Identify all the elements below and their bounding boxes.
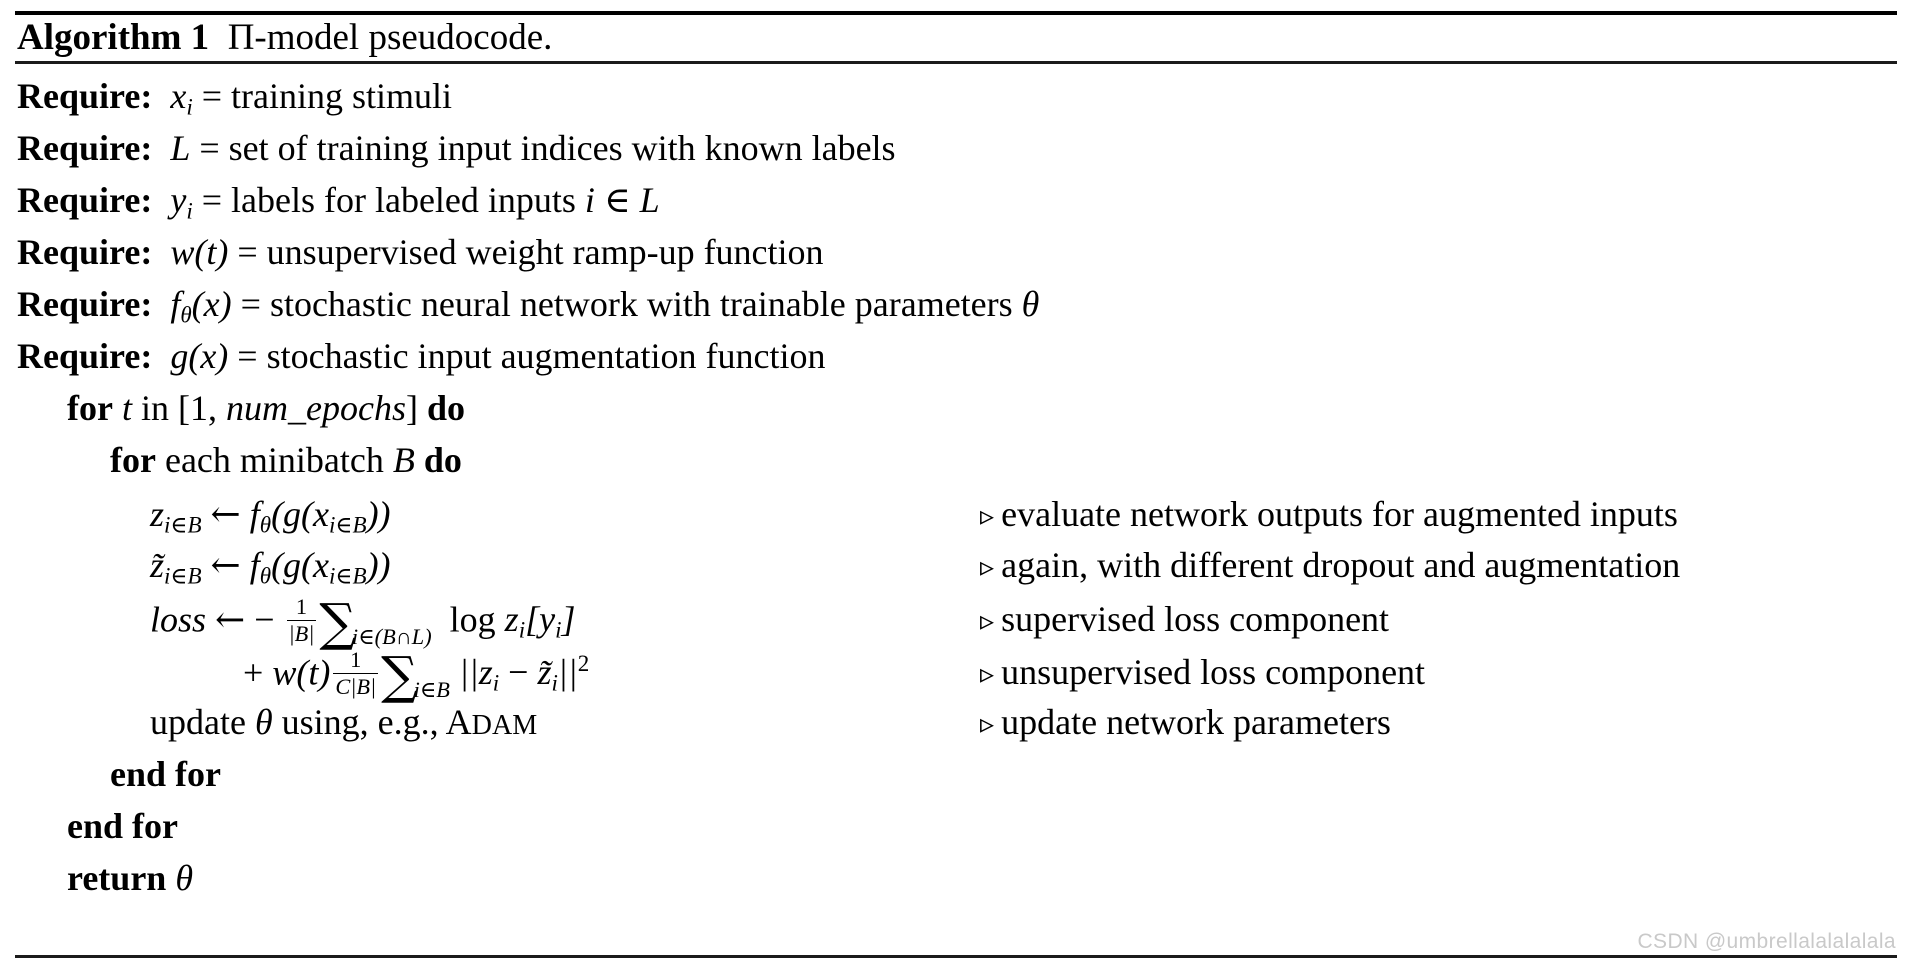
require-line-3: Require: yi = labels for labeled inputs … (17, 178, 660, 222)
theta-variable: θ (254, 702, 273, 742)
algorithm-caption: Π-model pseudocode. (227, 17, 553, 58)
triangle-marker-icon: ▹ (980, 656, 995, 690)
comment-update-parameters: ▹update network parameters (980, 700, 1391, 746)
return-line: return θ (67, 856, 193, 900)
require-symbol: fθ(x) (170, 284, 232, 328)
require-text: = stochastic neural network with trainab… (240, 284, 1040, 324)
require-line-1: Require: xi = training stimuli (17, 74, 452, 118)
rule-under-title (15, 61, 1897, 64)
triangle-marker-icon: ▹ (980, 549, 995, 583)
log-argument: zi[yi] (504, 599, 576, 643)
sum-subscript: i∈(B∩L) (351, 624, 432, 650)
require-line-5: Require: fθ(x) = stochastic neural netwo… (17, 282, 1039, 326)
algorithm-title: Algorithm 1 Π-model pseudocode. (17, 14, 552, 62)
summation-icon: ∑ (319, 593, 356, 653)
end-for-inner: end for (110, 754, 221, 794)
comment-evaluate-outputs: ▹evaluate network outputs for augmented … (980, 492, 1678, 538)
require-symbol: L (170, 128, 191, 168)
algorithm-block: Algorithm 1 Π-model pseudocode. Require:… (15, 0, 1897, 970)
do-keyword: do (426, 388, 465, 428)
ztilde-expression: fθ(g(xi∈B)) (249, 545, 391, 589)
for-keyword: for (67, 388, 113, 428)
summation-icon: ∑ (381, 646, 418, 706)
require-keyword: Require: (17, 232, 153, 272)
left-arrow-icon: ← (210, 545, 241, 586)
for-inner-text: each minibatch (164, 440, 384, 480)
z-expression: fθ(g(xi∈B)) (249, 494, 391, 538)
in-keyword: in (140, 388, 169, 428)
ramp-up-weight: w(t) (272, 652, 331, 693)
loss-line-1: loss ← − 1|B|∑i∈(B∩L) log zi[yi] (150, 595, 576, 659)
update-using-text: using, e.g., (281, 702, 439, 742)
require-text: = unsupervised weight ramp-up function (237, 232, 824, 272)
require-keyword: Require: (17, 336, 153, 376)
triangle-marker-icon: ▹ (980, 706, 995, 740)
triangle-marker-icon: ▹ (980, 498, 995, 532)
log-operator: log (440, 599, 496, 640)
z-assignment: zi∈B (150, 494, 202, 538)
comment-text: again, with different dropout and augmen… (1001, 545, 1681, 585)
end-for-outer: end for (67, 806, 178, 846)
loss-variable: loss (150, 599, 207, 640)
comment-unsupervised-loss: ▹unsupervised loss component (980, 650, 1425, 696)
require-line-4: Require: w(t) = unsupervised weight ramp… (17, 232, 824, 272)
comment-again-dropout: ▹again, with different dropout and augme… (980, 543, 1680, 589)
algorithm-number: Algorithm 1 (17, 17, 210, 58)
assign-z-line: zi∈B ← fθ(g(xi∈B)) (150, 492, 391, 537)
require-text: = labels for labeled inputs i ∈ L (201, 180, 660, 220)
require-text: = set of training input indices with kno… (199, 128, 896, 168)
update-text: update (150, 702, 246, 742)
comment-supervised-loss: ▹supervised loss component (980, 597, 1389, 643)
minus-sign: − (254, 599, 275, 640)
require-text: = training stimuli (201, 76, 453, 116)
rule-top (15, 11, 1897, 15)
for-outer-line: for t in [1, num_epochs] do (67, 386, 465, 430)
comment-text: unsupervised loss component (1001, 652, 1426, 692)
assign-ztilde-line: z̃i∈B ← fθ(g(xi∈B)) (150, 543, 391, 588)
triangle-marker-icon: ▹ (980, 603, 995, 637)
left-arrow-icon: ← (210, 494, 241, 535)
plus-sign: + (243, 652, 264, 693)
require-keyword: Require: (17, 76, 153, 116)
require-keyword: Require: (17, 128, 153, 168)
sum-subscript: i∈B (413, 677, 450, 703)
rule-bottom (15, 955, 1897, 958)
ztilde-assignment: z̃i∈B (150, 545, 202, 589)
require-keyword: Require: (17, 180, 153, 220)
require-keyword: Require: (17, 284, 153, 324)
comment-text: update network parameters (1001, 702, 1391, 742)
require-symbol: xi (170, 76, 193, 120)
update-line: update θ using, e.g., ADAM (150, 700, 537, 748)
optimizer-name: ADAM (445, 702, 538, 742)
return-keyword: return (67, 858, 167, 898)
require-symbol: w (170, 232, 195, 272)
minibatch-variable: B (392, 440, 415, 480)
require-symbol: g(x) (170, 336, 229, 376)
require-symbol: yi (170, 180, 193, 224)
loop-variable: t (121, 388, 132, 428)
return-value: θ (175, 858, 194, 898)
comment-text: supervised loss component (1001, 599, 1390, 639)
do-keyword: do (423, 440, 462, 480)
squared-norm-term: ||zi − z̃i||2 (458, 650, 590, 696)
loop-range: [1, num_epochs] (178, 388, 418, 428)
comment-text: evaluate network outputs for augmented i… (1001, 494, 1678, 534)
for-inner-line: for each minibatch B do (110, 438, 462, 482)
require-text: = stochastic input augmentation function (237, 336, 826, 376)
require-line-2: Require: L = set of training input indic… (17, 126, 896, 170)
require-line-6: Require: g(x) = stochastic input augment… (17, 334, 825, 378)
fraction-one-over-B: 1|B| (286, 594, 317, 646)
left-arrow-icon: ← (215, 599, 246, 641)
for-keyword: for (110, 440, 156, 480)
watermark: CSDN @umbrellalalalalala (1637, 930, 1896, 953)
